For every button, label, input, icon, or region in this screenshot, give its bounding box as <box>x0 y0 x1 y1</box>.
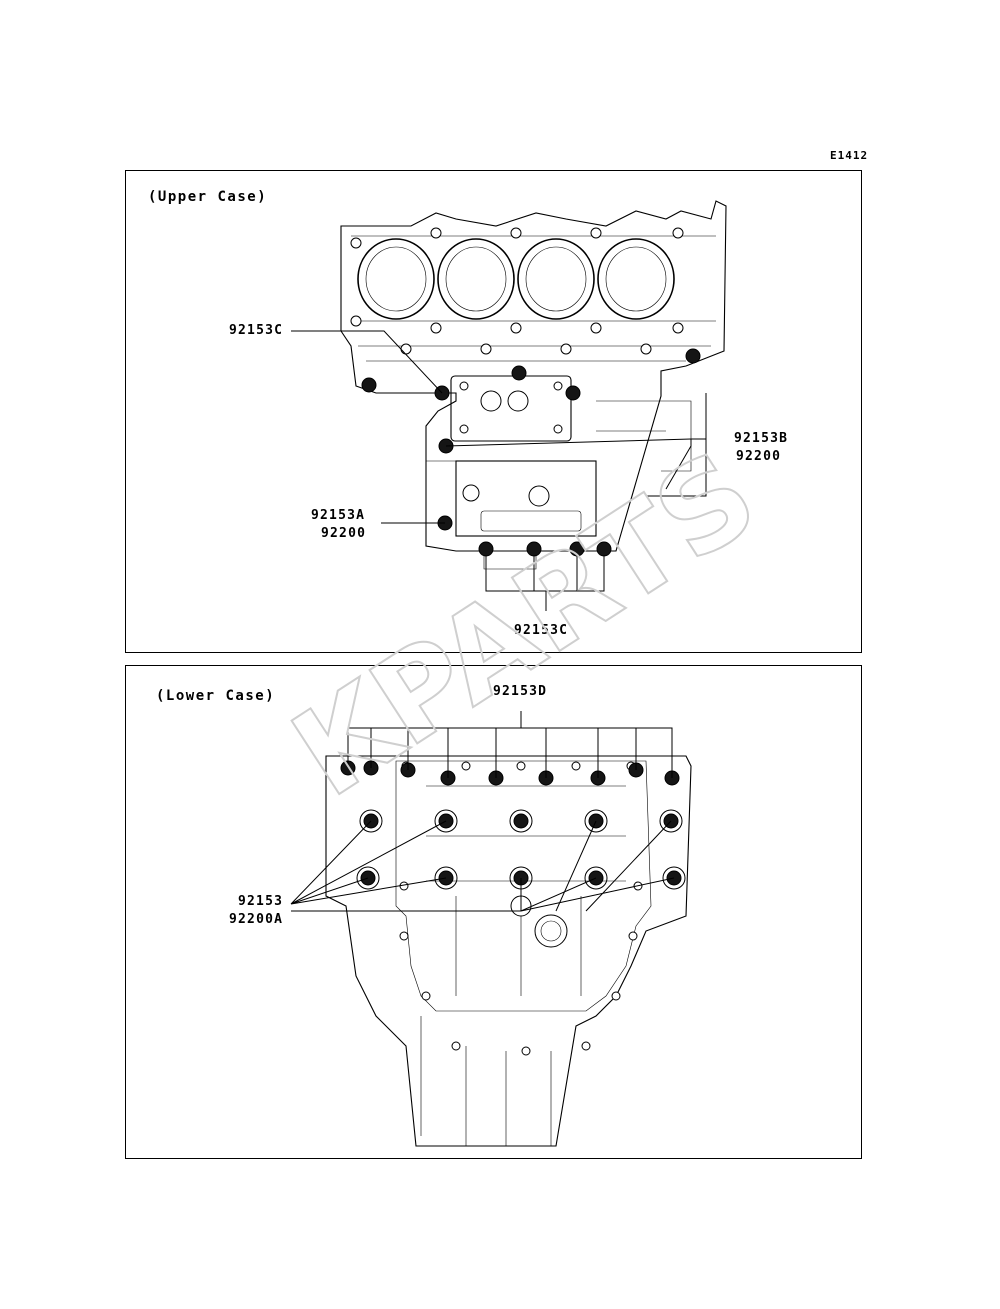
label-92153c-top: 92153C <box>229 323 284 338</box>
cylinder-bore-4 <box>597 238 675 320</box>
upper-case-panel: (Upper Case) <box>125 170 862 653</box>
label-92153: 92153 <box>238 894 284 909</box>
label-92153a: 92153A <box>311 508 366 523</box>
upper-case-bolts <box>361 348 701 557</box>
bolt-92153c <box>565 385 581 401</box>
label-92200a: 92200A <box>229 912 284 927</box>
bolt-92153c <box>361 377 377 393</box>
upper-case-title: (Upper Case) <box>148 189 268 205</box>
cylinder-bore-2 <box>437 238 515 320</box>
cylinder-bore-1 <box>357 238 435 320</box>
lower-case-bolts-92153 <box>356 809 686 890</box>
upper-case-leader-lines <box>291 330 707 611</box>
oil-filler-boss <box>534 914 568 948</box>
bolt-92153c <box>526 541 542 557</box>
lower-crankcase-drawing <box>290 711 692 1147</box>
bolt-92153c <box>685 348 701 364</box>
label-92153b: 92153B <box>734 431 789 446</box>
bolt-92153c <box>569 541 585 557</box>
label-92153d: 92153D <box>493 684 548 699</box>
deck-bolt-bosses <box>350 227 684 355</box>
upper-crankcase-drawing <box>291 200 727 611</box>
lower-case-title: (Lower Case) <box>156 688 276 704</box>
bolt-92153c <box>478 541 494 557</box>
bolt-92153c <box>511 365 527 381</box>
cylinder-bore-3 <box>517 238 595 320</box>
figure-id: E1412 <box>830 149 869 162</box>
label-92153c-bottom: 92153C <box>514 623 569 638</box>
lower-case-panel: (Lower Case) <box>125 665 862 1159</box>
lower-case-outline <box>325 755 692 1147</box>
label-92200-a: 92200 <box>321 526 367 541</box>
lower-case-leader-lines <box>290 711 675 912</box>
bolt-92153c <box>596 541 612 557</box>
label-92200-b: 92200 <box>736 449 782 464</box>
